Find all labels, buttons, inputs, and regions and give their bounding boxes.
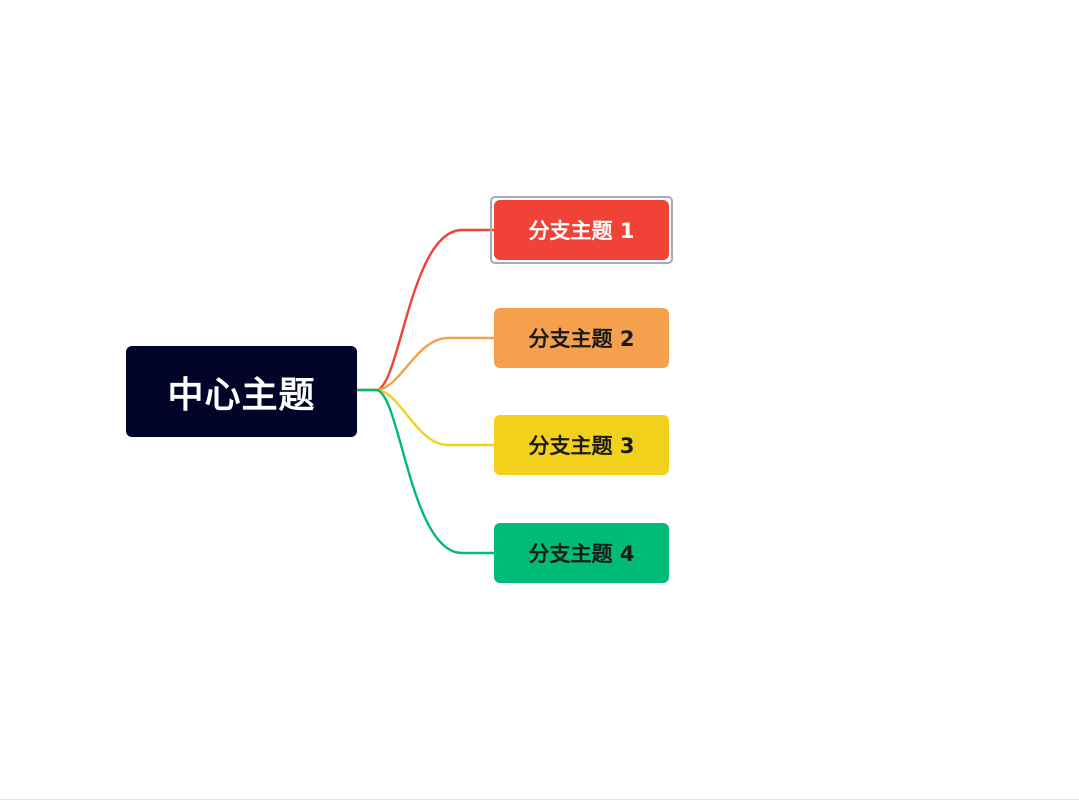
connector-branch-2 — [357, 336, 494, 392]
canvas-bottom-divider — [0, 799, 1079, 800]
branch-topic-1[interactable]: 分支主题 1 — [494, 200, 669, 260]
central-topic-label: 中心主题 — [167, 374, 316, 416]
branch-topic-3-label: 分支主题 3 — [528, 434, 635, 458]
branch-topic-2[interactable]: 分支主题 2 — [494, 308, 669, 368]
connector-branch-1 — [357, 228, 494, 392]
branch-topic-4[interactable]: 分支主题 4 — [494, 523, 669, 583]
branch-topic-3[interactable]: 分支主题 3 — [494, 415, 669, 475]
branch-topic-2-label: 分支主题 2 — [528, 327, 635, 351]
connector-branch-4 — [357, 388, 494, 555]
branch-topic-4-label: 分支主题 4 — [528, 542, 635, 566]
central-topic[interactable]: 中心主题 — [126, 346, 357, 437]
branch-topic-1-label: 分支主题 1 — [528, 219, 635, 243]
connector-branch-3 — [357, 388, 494, 447]
